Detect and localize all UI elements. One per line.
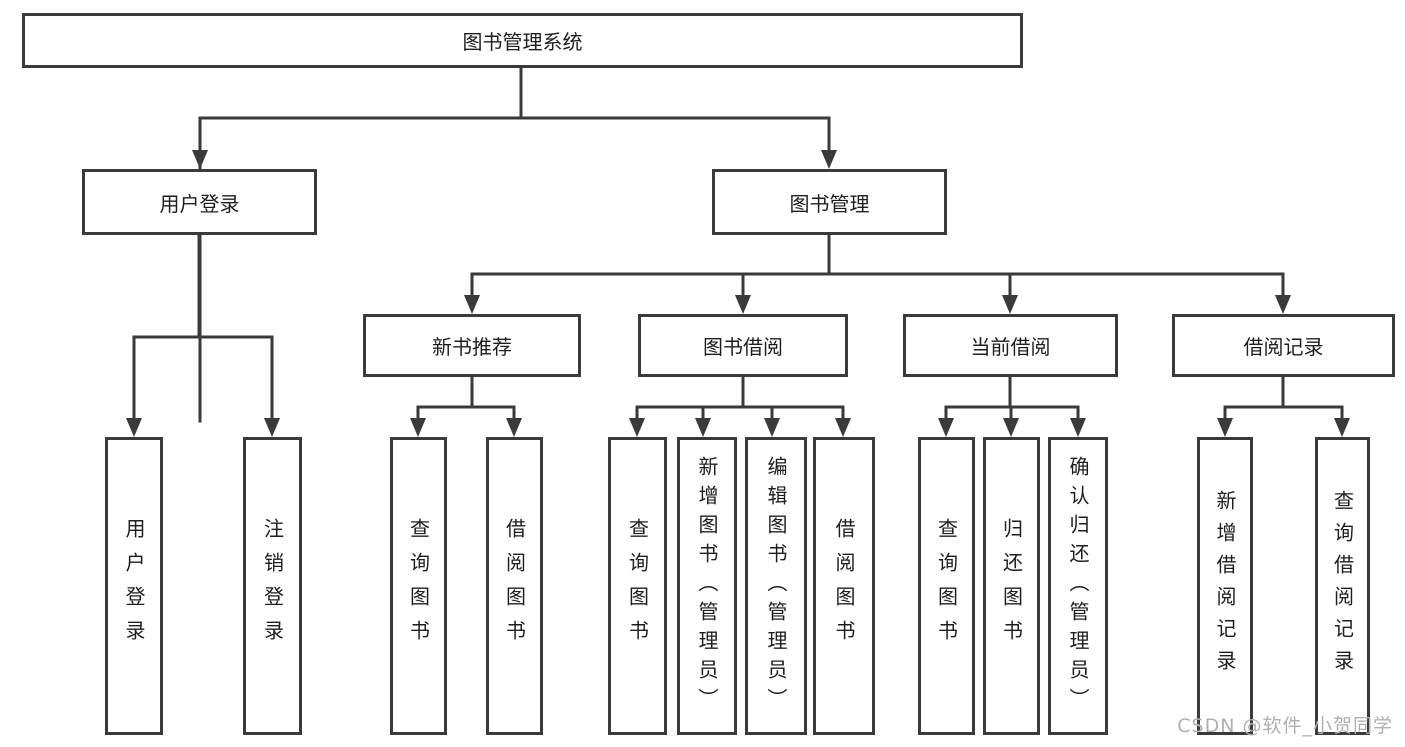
- node-new-book-recommendation: 新书推荐: [363, 314, 581, 377]
- leaf-add-borrow-record: 新增借阅记录: [1197, 437, 1253, 735]
- leaf-borrow-books: 借阅图书: [813, 437, 875, 735]
- leaf-query-books-borrow: 查询图书: [608, 437, 667, 735]
- node-label: 新增借阅记录: [1213, 490, 1237, 682]
- node-label: 图书管理: [789, 191, 870, 216]
- node-label: 用户登录: [122, 518, 146, 654]
- node-book-borrowing: 图书借阅: [638, 314, 848, 377]
- node-current-borrowing: 当前借阅: [903, 314, 1118, 377]
- node-borrow-records: 借阅记录: [1172, 314, 1395, 377]
- node-label: 新增图书（管理员）: [695, 455, 719, 717]
- leaf-return-book: 归还图书: [983, 437, 1040, 735]
- node-label: 注销登录: [260, 518, 285, 654]
- node-label: 借阅图书: [502, 518, 527, 654]
- leaf-query-books-recommend: 查询图书: [390, 437, 447, 735]
- node-label: 借阅图书: [832, 518, 856, 654]
- node-label: 查询图书: [406, 518, 431, 654]
- leaf-confirm-return-admin: 确认归还（管理员）: [1048, 437, 1108, 735]
- leaf-edit-book-admin: 编辑图书（管理员）: [745, 437, 807, 735]
- node-root-library-system: 图书管理系统: [22, 13, 1023, 68]
- leaf-logout: 注销登录: [243, 437, 302, 735]
- node-label: 查询借阅记录: [1330, 490, 1355, 682]
- node-label: 确认归还（管理员）: [1066, 455, 1090, 717]
- node-label: 借阅记录: [1243, 335, 1324, 359]
- leaf-add-book-admin: 新增图书（管理员）: [677, 437, 737, 735]
- node-label: 用户登录: [159, 191, 240, 216]
- leaf-query-books-current: 查询图书: [918, 437, 975, 735]
- node-book-management: 图书管理: [712, 169, 947, 235]
- csdn-watermark: CSDN @软件_小贺同学: [1177, 715, 1393, 737]
- node-label: 图书管理系统: [462, 30, 583, 54]
- node-user-login: 用户登录: [82, 169, 317, 235]
- leaf-borrow-books-recommend: 借阅图书: [486, 437, 543, 735]
- node-label: 当前借阅: [970, 335, 1051, 359]
- leaf-query-borrow-record: 查询借阅记录: [1315, 437, 1370, 735]
- leaf-user-login: 用户登录: [105, 437, 163, 735]
- arrowhead-icons: [126, 150, 1350, 437]
- node-label: 编辑图书（管理员）: [764, 455, 788, 717]
- node-label: 查询图书: [934, 518, 959, 654]
- node-label: 新书推荐: [432, 335, 512, 359]
- node-label: 图书借阅: [703, 335, 783, 359]
- node-label: 归还图书: [999, 518, 1024, 654]
- node-label: 查询图书: [625, 518, 650, 654]
